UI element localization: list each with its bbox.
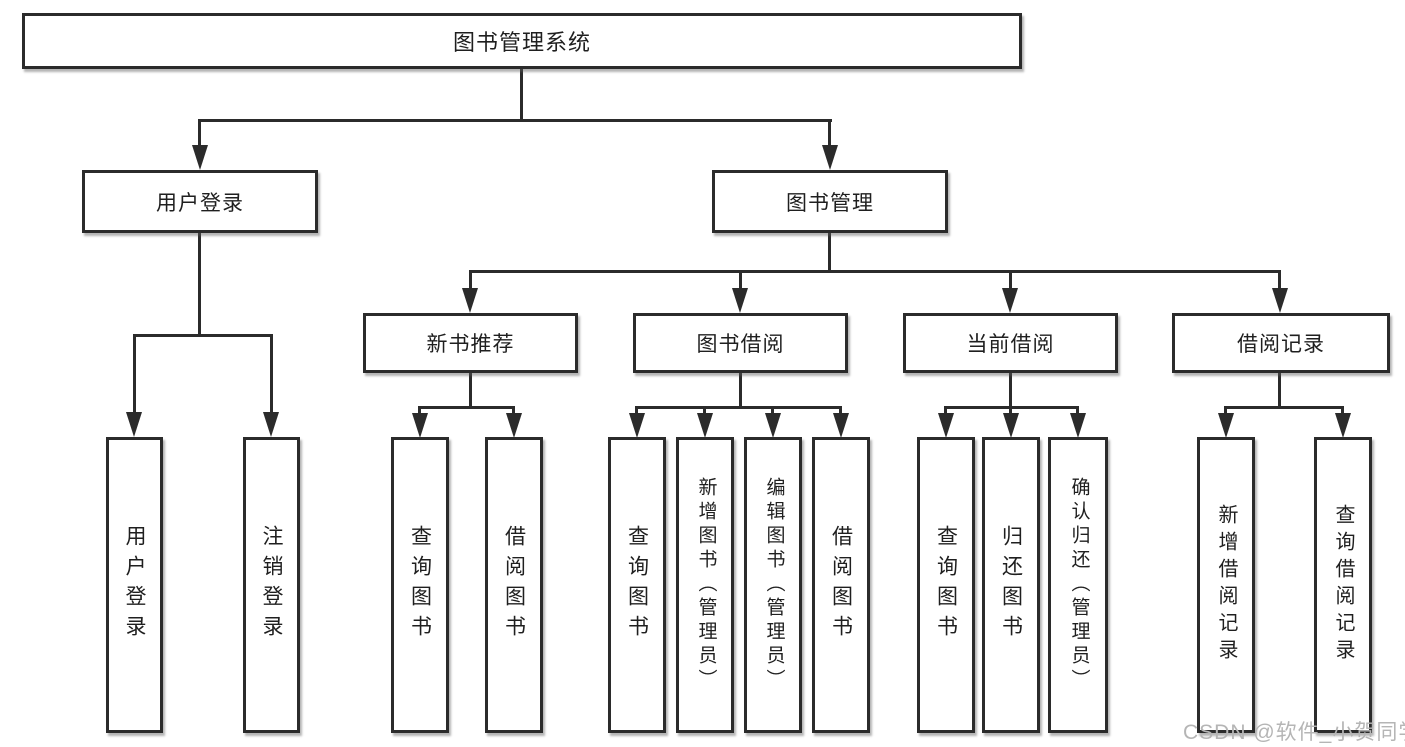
arrowhead-icon <box>192 145 208 170</box>
node-book-borrowing: 图书借阅 <box>633 313 848 373</box>
connector-arrow-shaft <box>1224 406 1227 416</box>
arrowhead-icon <box>833 413 849 438</box>
node-book-borrowing-label: 图书借阅 <box>696 333 785 356</box>
leaf-records-query-record: 查询借阅记录 <box>1314 437 1372 733</box>
connector-arrow-shaft <box>1278 270 1281 290</box>
connector-user-login-stem <box>198 231 201 337</box>
arrowhead-icon <box>506 413 522 438</box>
leaf-borrowing-add-books-admin-label: 新增图书（管理员） <box>695 477 717 693</box>
arrowhead-icon <box>938 413 954 438</box>
connector-arrow-shaft <box>839 406 842 416</box>
leaf-records-add-record: 新增借阅记录 <box>1197 437 1255 733</box>
leaf-recommend-query-books: 查询图书 <box>391 437 449 733</box>
connector-arrow-shaft <box>469 270 472 290</box>
node-new-book-recommend-label: 新书推荐 <box>426 333 515 356</box>
connector-arrow-shaft <box>270 334 273 415</box>
connector-arrow-shaft <box>512 406 515 416</box>
leaf-logout: 注销登录 <box>243 437 300 733</box>
arrowhead-icon <box>697 413 713 438</box>
leaf-borrowing-edit-books-admin-label: 编辑图书（管理员） <box>763 477 785 693</box>
connector-arrow-shaft <box>1009 406 1012 416</box>
connector-arrow-shaft <box>771 406 774 416</box>
arrowhead-icon <box>412 413 428 438</box>
leaf-user-login: 用户登录 <box>106 437 163 733</box>
csdn-watermark: CSDN @软件_小贺同学 <box>1183 721 1405 744</box>
leaf-records-query-record-label: 查询借阅记录 <box>1332 504 1354 666</box>
leaf-borrowing-borrow-books: 借阅图书 <box>812 437 870 733</box>
leaf-current-return-books: 归还图书 <box>982 437 1040 733</box>
connector-arrow-shaft <box>1009 270 1012 290</box>
node-book-management-branch-label: 图书管理 <box>786 191 874 215</box>
connector-arrow-shaft <box>703 406 706 416</box>
leaf-borrowing-query-books: 查询图书 <box>608 437 666 733</box>
connector-arrow-shaft <box>944 406 947 416</box>
arrowhead-icon <box>462 288 478 313</box>
arrowhead-icon <box>629 413 645 438</box>
connector-level3-rail <box>469 270 1280 273</box>
connector-arrow-shaft <box>198 119 201 148</box>
leaf-borrowing-borrow-books-label: 借阅图书 <box>829 525 853 645</box>
node-book-management-branch: 图书管理 <box>712 170 948 233</box>
connector-group-stem <box>739 371 742 409</box>
connector-arrow-shaft <box>1076 406 1079 416</box>
connector-arrow-shaft <box>133 334 136 415</box>
leaf-borrowing-edit-books-admin: 编辑图书（管理员） <box>744 437 802 733</box>
connector-arrow-shaft <box>828 119 831 148</box>
node-borrow-records: 借阅记录 <box>1172 313 1390 373</box>
connector-book-mgmt-stem <box>828 231 831 272</box>
arrowhead-icon <box>1272 288 1288 313</box>
leaf-current-confirm-return-admin: 确认归还（管理员） <box>1048 437 1108 733</box>
connector-arrow-shaft <box>1341 406 1344 416</box>
arrowhead-icon <box>1002 288 1018 313</box>
node-current-borrowing: 当前借阅 <box>903 313 1118 373</box>
leaf-current-query-books: 查询图书 <box>917 437 975 733</box>
leaf-user-login-label: 用户登录 <box>123 525 147 645</box>
connector-group-rail <box>1226 406 1343 409</box>
leaf-records-add-record-label: 新增借阅记录 <box>1215 504 1237 666</box>
node-user-login-branch-label: 用户登录 <box>156 191 244 215</box>
node-user-login-branch: 用户登录 <box>82 170 318 233</box>
arrowhead-icon <box>765 413 781 438</box>
connector-group-stem <box>1009 371 1012 409</box>
arrowhead-icon <box>1335 413 1351 438</box>
connector-group-rail <box>420 406 515 409</box>
arrowhead-icon <box>822 145 838 170</box>
arrowhead-icon <box>126 412 142 437</box>
connector-group-rail <box>946 406 1078 409</box>
arrowhead-icon <box>1003 413 1019 438</box>
leaf-recommend-query-books-label: 查询图书 <box>408 525 432 645</box>
leaf-current-confirm-return-admin-label: 确认归还（管理员） <box>1068 477 1090 693</box>
connector-arrow-shaft <box>635 406 638 416</box>
connector-root-stem <box>520 69 523 121</box>
node-root: 图书管理系统 <box>22 13 1022 69</box>
arrowhead-icon <box>732 288 748 313</box>
node-new-book-recommend: 新书推荐 <box>363 313 578 373</box>
arrowhead-icon <box>1070 413 1086 438</box>
leaf-current-return-books-label: 归还图书 <box>999 525 1023 645</box>
leaf-recommend-borrow-books-label: 借阅图书 <box>502 525 526 645</box>
connector-group-stem <box>1278 371 1281 409</box>
node-current-borrowing-label: 当前借阅 <box>966 333 1055 356</box>
arrowhead-icon <box>1218 413 1234 438</box>
arrowhead-icon <box>263 412 279 437</box>
leaf-logout-label: 注销登录 <box>260 525 284 645</box>
connector-user-login-rail <box>133 334 273 337</box>
connector-group-rail <box>637 406 841 409</box>
connector-arrow-shaft <box>739 270 742 290</box>
leaf-current-query-books-label: 查询图书 <box>934 525 958 645</box>
leaf-borrowing-add-books-admin: 新增图书（管理员） <box>676 437 734 733</box>
connector-group-stem <box>469 371 472 409</box>
leaf-borrowing-query-books-label: 查询图书 <box>625 525 649 645</box>
connector-level2-rail <box>198 119 832 122</box>
node-root-label: 图书管理系统 <box>452 30 591 55</box>
node-borrow-records-label: 借阅记录 <box>1237 333 1325 356</box>
leaf-recommend-borrow-books: 借阅图书 <box>485 437 543 733</box>
connector-arrow-shaft <box>418 406 421 416</box>
